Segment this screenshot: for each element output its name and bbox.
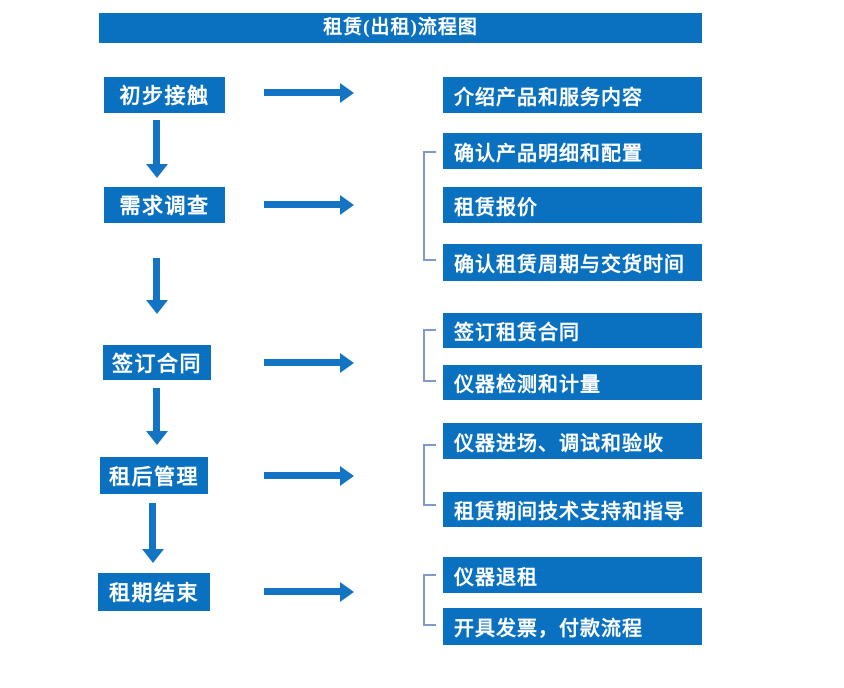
arrow-head: [340, 582, 354, 602]
arrow-shaft: [264, 89, 341, 96]
arrow-right-icon: [264, 83, 354, 103]
bracket-connector: [423, 329, 436, 382]
arrow-head: [146, 300, 168, 314]
detail-box-rental-quote: 租赁报价: [443, 187, 702, 223]
step-box-post-rental-management: 租后管理: [100, 457, 208, 494]
arrow-head: [340, 466, 354, 486]
detail-box-confirm-period-delivery: 确认租赁周期与交货时间: [443, 244, 702, 281]
arrow-shaft: [264, 588, 341, 595]
arrow-right-icon: [264, 466, 354, 486]
step-box-sign-contract: 签订合同: [103, 345, 211, 380]
detail-box-introduce-products: 介绍产品和服务内容: [443, 77, 702, 113]
step-box-initial-contact: 初步接触: [104, 77, 225, 113]
arrow-down-icon: [146, 388, 168, 445]
arrow-head: [340, 353, 354, 373]
arrow-down-icon: [142, 503, 164, 563]
arrow-right-icon: [264, 582, 354, 602]
detail-box-instrument-return: 仪器退租: [443, 557, 702, 593]
arrow-head: [146, 431, 168, 445]
step-box-rental-end: 租期结束: [98, 573, 210, 611]
arrow-shaft: [153, 258, 160, 301]
detail-box-tech-support: 租赁期间技术支持和指导: [443, 492, 702, 527]
arrow-shaft: [153, 120, 160, 165]
bracket-connector: [423, 151, 436, 261]
arrow-shaft: [264, 472, 341, 479]
arrow-head: [340, 195, 354, 215]
arrow-head: [142, 549, 164, 563]
flowchart-title: 租赁(出租)流程图: [99, 13, 702, 43]
arrow-down-icon: [146, 258, 168, 314]
detail-box-sign-rental-contract: 签订租赁合同: [443, 313, 702, 348]
arrow-shaft: [149, 503, 156, 550]
arrow-shaft: [264, 201, 341, 208]
arrow-head: [146, 164, 168, 178]
arrow-right-icon: [264, 353, 354, 373]
arrow-right-icon: [264, 195, 354, 215]
arrow-head: [340, 83, 354, 103]
detail-box-confirm-product-config: 确认产品明细和配置: [443, 133, 702, 169]
arrow-shaft: [153, 388, 160, 432]
arrow-shaft: [264, 359, 341, 366]
bracket-connector: [423, 574, 436, 626]
detail-box-instrument-testing: 仪器检测和计量: [443, 365, 702, 400]
bracket-connector: [423, 444, 436, 506]
detail-box-instrument-setup: 仪器进场、调试和验收: [443, 423, 702, 459]
arrow-down-icon: [146, 120, 168, 178]
detail-box-invoice-payment: 开具发票，付款流程: [443, 608, 702, 645]
step-box-demand-survey: 需求调查: [104, 187, 225, 223]
